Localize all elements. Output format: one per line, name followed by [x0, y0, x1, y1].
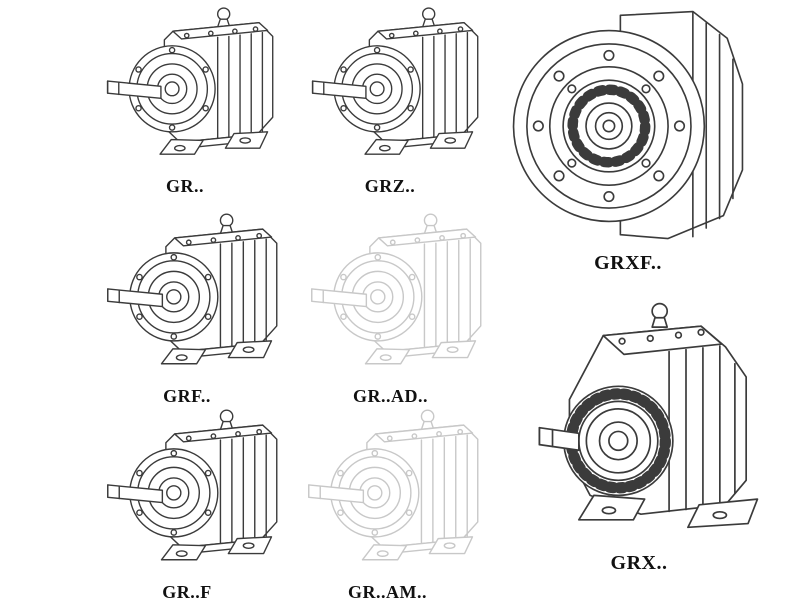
- figure-label: GR..: [166, 176, 204, 196]
- figure-label: GRZ..: [364, 176, 416, 196]
- figure-grxf: GRXF..: [494, 2, 762, 275]
- gearbox-iso-drawing: [289, 404, 487, 580]
- gearbox-iso-drawing: [89, 2, 281, 174]
- figure-grx: GRX..: [494, 296, 784, 575]
- figure-label: GRXF..: [594, 252, 662, 274]
- gearbox-iso-drawing: [88, 404, 286, 580]
- figure-label: GR..F: [162, 582, 212, 600]
- gearbox-flange-drawing: [502, 2, 754, 250]
- figure-label: GRF..: [163, 386, 211, 406]
- figure-label: GR..AM..: [348, 582, 427, 600]
- figure-label: GRX..: [610, 552, 668, 574]
- gearbox-iso-drawing: [88, 208, 286, 384]
- figure-gr-f: GR..F: [82, 404, 292, 600]
- figure-gr-am: GR..AM..: [285, 404, 490, 600]
- gearbox-x-drawing: [498, 296, 780, 550]
- figure-grf: GRF..: [82, 208, 292, 407]
- figure-label: GR..AD..: [353, 386, 428, 406]
- figure-gr: GR..: [85, 2, 285, 197]
- figure-gr-ad: GR..AD..: [288, 208, 493, 407]
- gearbox-iso-drawing: [292, 208, 490, 384]
- figure-grz: GRZ..: [290, 2, 490, 197]
- gearbox-iso-drawing: [294, 2, 486, 174]
